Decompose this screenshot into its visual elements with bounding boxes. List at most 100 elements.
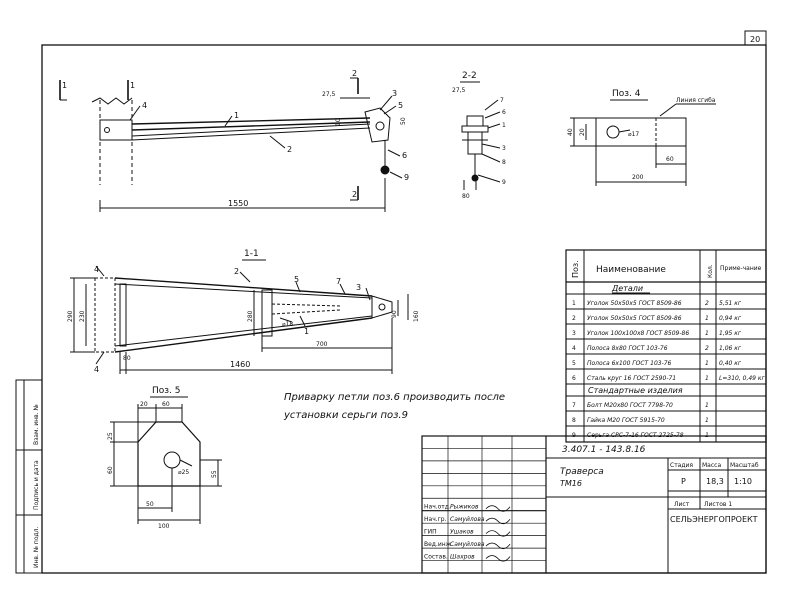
pos-4-dim-h2: 20 (579, 128, 586, 136)
pos-4-dim-h: 40 (567, 128, 574, 136)
stamp-name: Самуйлова (450, 541, 485, 548)
side-callout-1: 1 (234, 111, 239, 120)
stage-value: Р (681, 477, 686, 486)
plan-dim-l1: 290 (67, 310, 74, 322)
mass-value: 18,3 (706, 477, 724, 486)
cut-mark-1-top: 1 (62, 81, 67, 90)
pos-5-dim-r: 55 (211, 470, 218, 478)
spec-row-pos: 6 (572, 375, 576, 382)
spec-row-qty: 1 (705, 417, 709, 424)
stamp-role: Нач.отд. (424, 504, 451, 511)
plan-dim-r2: 160 (413, 310, 420, 322)
side-view: 1 1 2 2 4 1 2 3 5 (59, 69, 409, 212)
pos-5-dim-l1: 25 (107, 432, 114, 440)
title-block: 3.407.1 - 143.8.16 Траверса ТМ16 Стадия … (421, 435, 767, 574)
cut-mark-2-bottom: 2 (352, 190, 357, 199)
spec-row-pos: 8 (572, 417, 576, 424)
pos-5-view: Поз. 5 ⌀25 20 60 25 60 55 50 100 (107, 386, 222, 530)
pos-5-dim-top1: 20 (140, 401, 148, 408)
plan-length: 1460 (230, 360, 250, 369)
spec-row-name: Полоса 6х100 ГОСТ 103-76 (587, 360, 672, 367)
plan-callout-7: 7 (336, 277, 341, 286)
spec-row-pos: 1 (572, 300, 576, 307)
pos-4-title: Поз. 4 (612, 89, 641, 99)
spec-row-qty: 1 (705, 402, 709, 409)
pos-5-title: Поз. 5 (152, 386, 181, 396)
note-line-1: Приварку петли поз.6 производить после (284, 392, 505, 403)
spec-row-qty: 1 (705, 360, 709, 367)
side-length: 1550 (228, 199, 248, 208)
stamp-role: Состав. (424, 554, 448, 561)
spec-header-name: Наименование (596, 265, 666, 275)
pos-4-view: Поз. 4 ⌀17 Линия сгиба 40 20 60 200 (567, 89, 716, 186)
plan-dim-700: 700 (316, 341, 328, 348)
plan-dim-l2: 230 (79, 310, 86, 322)
organization: СЕЛЬЭНЕРГОПРОЕКТ (670, 515, 758, 524)
stamp-name: Шахров (450, 554, 475, 561)
spec-row-note: 0,94 кг (719, 315, 742, 322)
item-name: Траверса (560, 467, 604, 477)
spec-row-note: 1,06 кг (719, 345, 742, 352)
pos-5-dim-l2: 60 (107, 466, 114, 474)
spec-row-note: 0,40 кг (719, 360, 742, 367)
scale-label: Масштаб (730, 462, 759, 469)
side-callout-3: 3 (392, 89, 397, 98)
sec-callout-6: 6 (502, 109, 506, 116)
section-2-2-title: 2-2 (462, 71, 477, 81)
stamp-signature (485, 505, 511, 512)
spec-row-name: Уголок 50х50х5 ГОСТ 8509-86 (587, 315, 682, 322)
spec-row-pos: 3 (572, 330, 576, 337)
spec-header-qty: Кол. (707, 264, 714, 278)
spec-table: Поз. Наименование Кол. Приме-чание Детал… (565, 249, 767, 443)
note-line-2: установки серьги поз.9 (283, 410, 408, 421)
side-dim-27: 27,5 (322, 91, 336, 98)
cut-mark-1-top-right: 1 (130, 81, 135, 90)
plan-callout-5: 5 (294, 275, 299, 284)
spec-row-pos: 5 (572, 360, 576, 367)
spec-row-qty: 2 (705, 300, 709, 307)
strip-label-3: Взам. инв. № (33, 404, 40, 445)
item-code: ТМ16 (560, 479, 582, 488)
spec-row-pos: 7 (572, 402, 576, 409)
pos-5-dim-top2: 60 (162, 401, 170, 408)
pos-5-hole: ⌀25 (178, 469, 189, 476)
side-callout-4: 4 (142, 101, 147, 110)
pos-4-hole: ⌀17 (628, 131, 639, 138)
stage-label: Стадия (670, 462, 693, 469)
stamp-signature (485, 517, 511, 525)
stamp-signature (485, 530, 511, 537)
section-2-2: 2-2 27,5 80 7 6 1 3 8 9 (452, 71, 506, 200)
spec-row-qty: 2 (705, 345, 709, 352)
pos-4-dim-tab: 60 (666, 156, 674, 163)
sec-dim-27: 27,5 (452, 87, 466, 94)
spec-row-name: Сталь круг 16 ГОСТ 2590-71 (587, 375, 676, 382)
plan-dim-mid: 280 (247, 310, 254, 322)
sec-callout-1: 1 (502, 122, 506, 129)
side-dim-50: 50 (400, 117, 407, 125)
plan-callout-4b: 4 (94, 365, 99, 374)
spec-row-qty: 1 (705, 315, 709, 322)
stamp-signature (485, 542, 511, 550)
spec-row-qty: 1 (705, 375, 709, 382)
side-dim-10: 10 (335, 118, 342, 126)
spec-row-pos: 4 (572, 345, 576, 352)
plan-callout-4a: 4 (94, 265, 99, 274)
cut-mark-2-top: 2 (352, 69, 357, 78)
plan-dim-80: 80 (123, 355, 131, 362)
scale-value: 1:10 (734, 477, 752, 486)
spec-row-note: 1,95 кг (719, 330, 742, 337)
designation: 3.407.1 - 143.8.16 (562, 445, 646, 455)
strip-label-1: Инв. № подл. (33, 527, 40, 568)
stamp-signature (485, 555, 511, 562)
side-callout-2: 2 (287, 145, 292, 154)
spec-group-details: Детали (611, 284, 643, 293)
spec-row-note: 5,51 кг (719, 300, 742, 307)
stamp-name: Ушаков (450, 529, 474, 536)
side-callout-5: 5 (398, 101, 403, 110)
stamp-name: Рыжиков (450, 504, 479, 511)
plan-callout-2: 2 (234, 267, 239, 276)
side-callout-9: 9 (404, 173, 409, 182)
plan-hole: ⌀18 (282, 321, 293, 328)
